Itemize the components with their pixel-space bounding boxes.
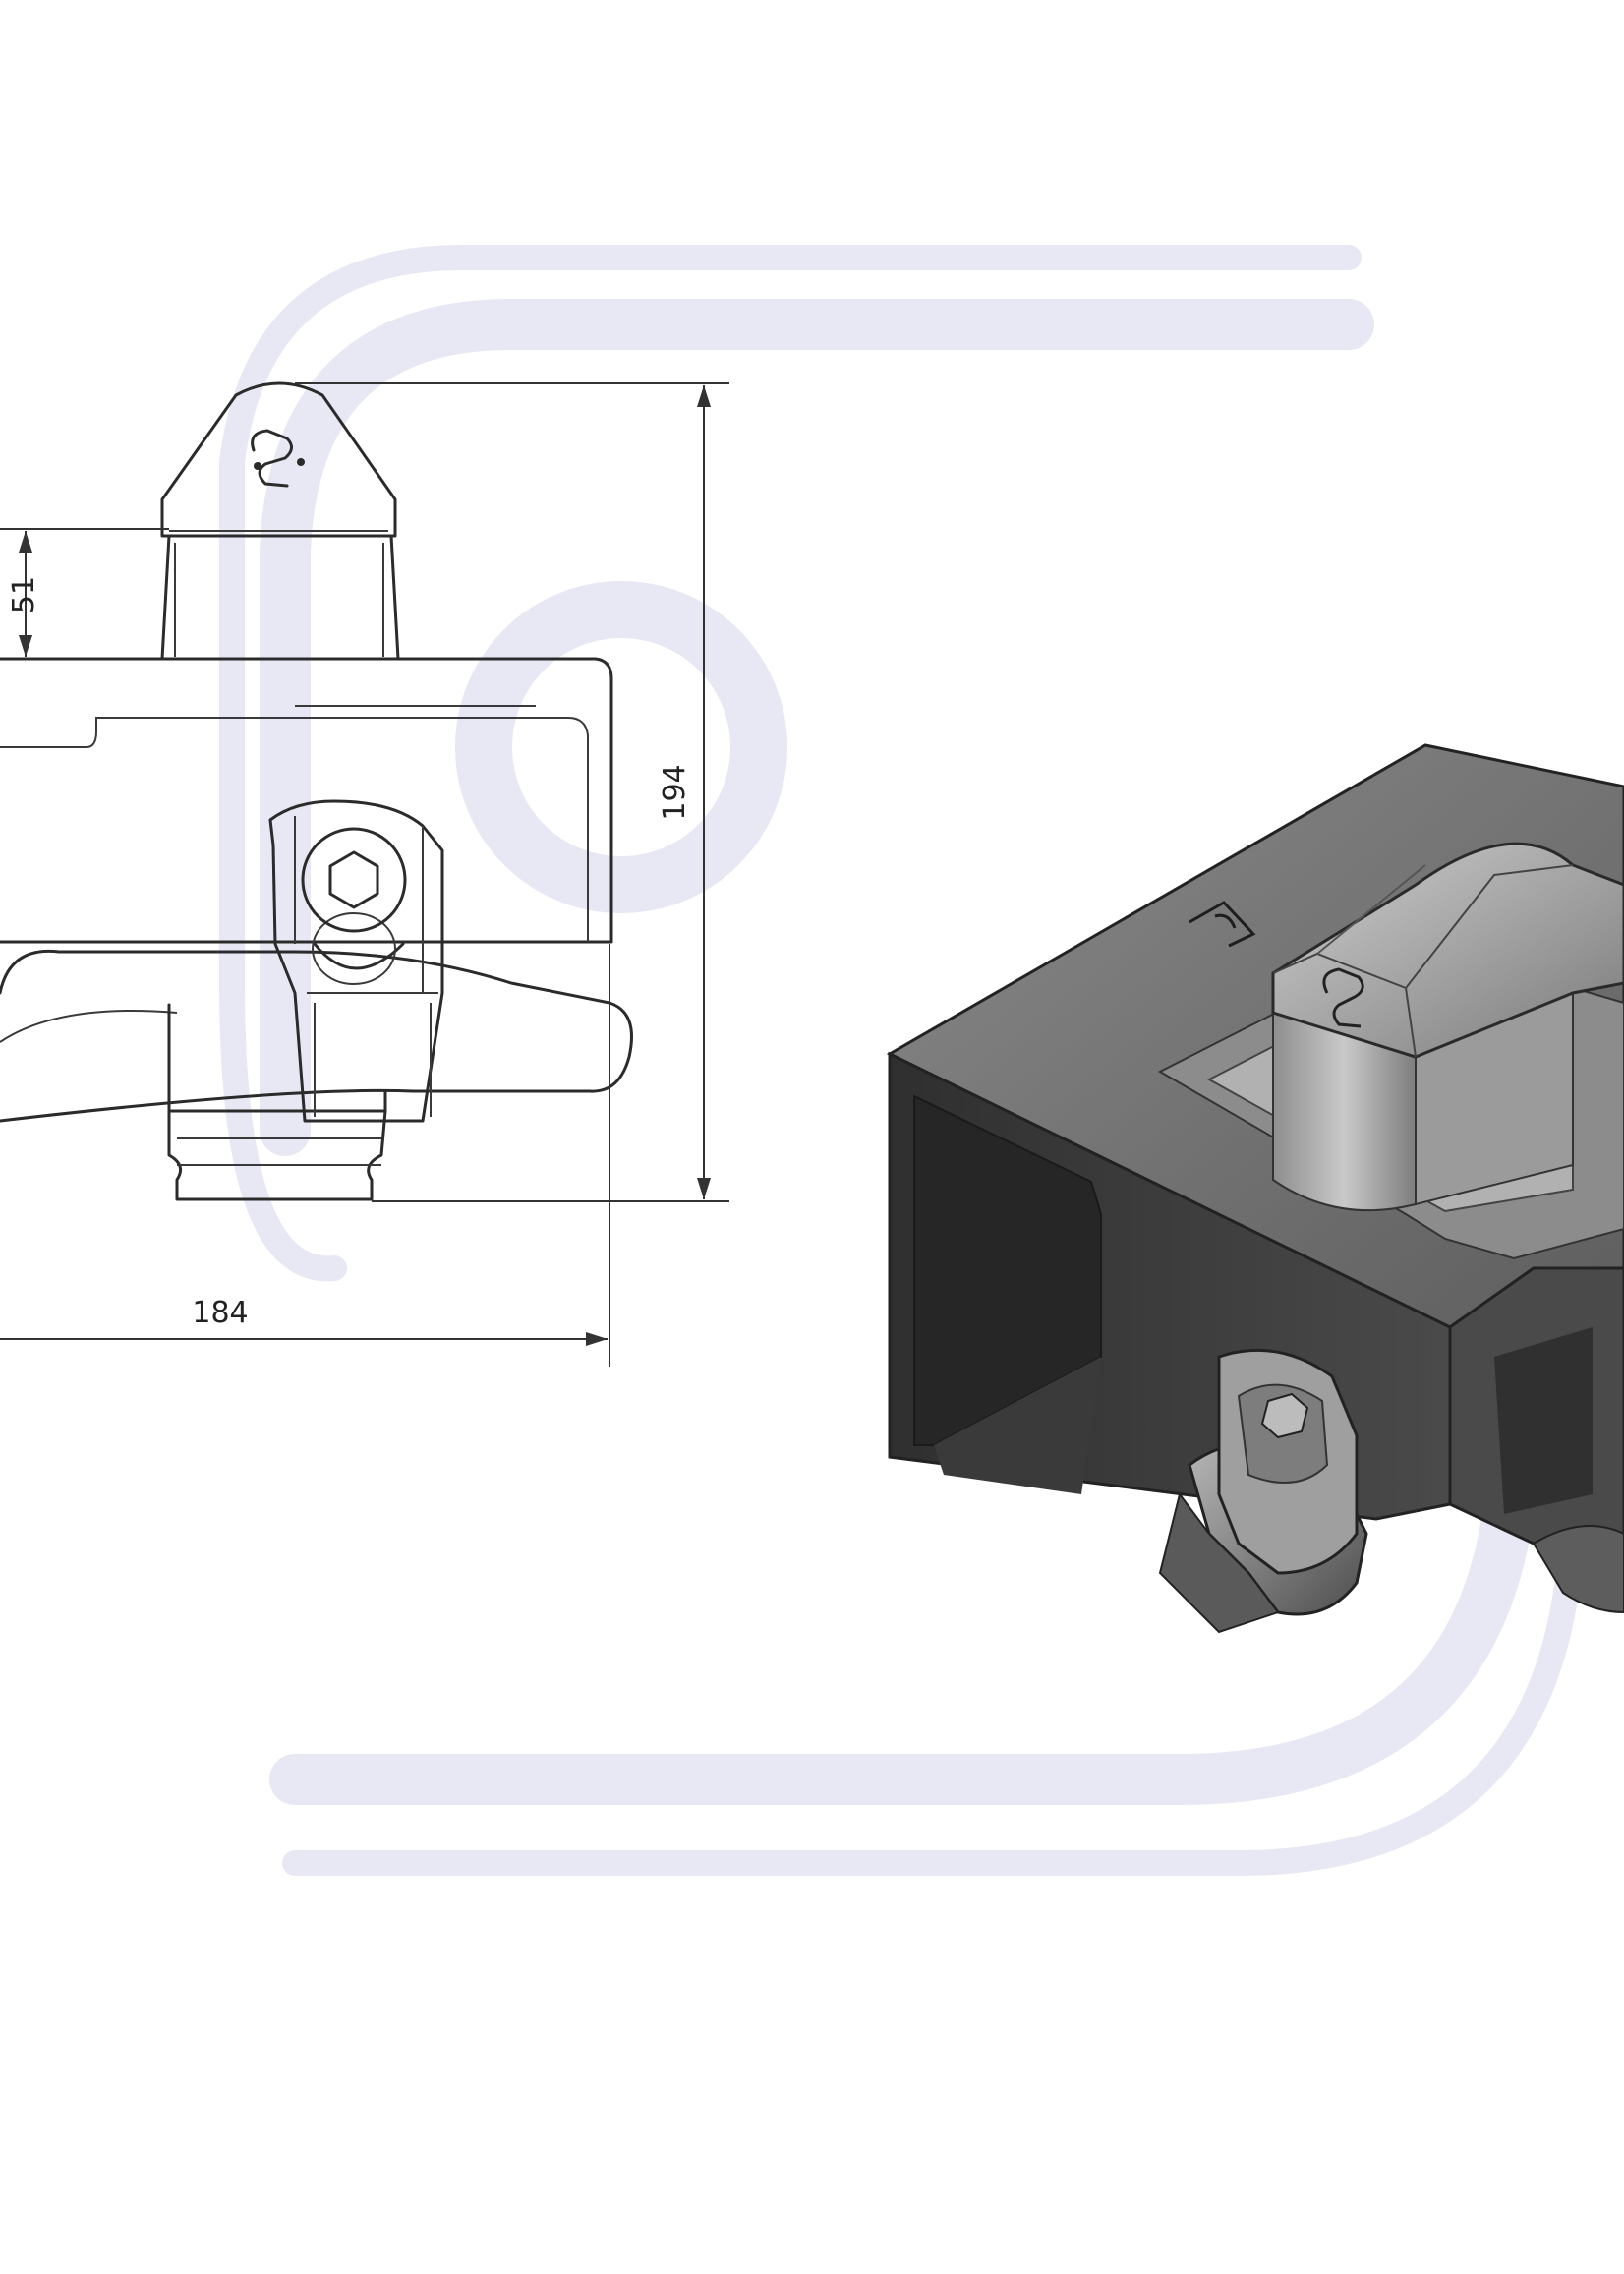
isometric-render [886,743,1624,1634]
front-view-drawing [0,381,633,1201]
hex-bolt-icon [301,827,407,933]
dimension-height-label: 194 [658,764,692,820]
brand-logo-icon [251,429,305,488]
dimension-width-label: 184 [192,1296,248,1330]
dimension-annotations [0,382,729,1367]
dimension-top-offset-label: 51 [7,576,41,613]
